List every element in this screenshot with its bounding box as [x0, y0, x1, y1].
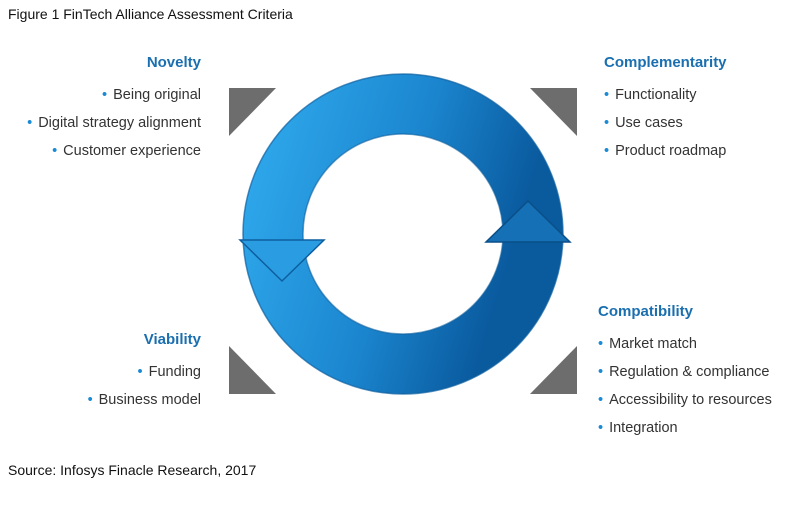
left-arrowhead	[238, 239, 326, 283]
bullet-icon: •	[598, 392, 604, 408]
bullet-icon: •	[604, 143, 610, 159]
list-item: •Market match	[598, 336, 697, 352]
bullet-icon: •	[102, 87, 108, 103]
bullet-icon: •	[87, 392, 93, 408]
criteria-list: •Being original •Digital strategy alignm…	[27, 81, 201, 165]
criteria-list: •Funding •Business model	[88, 358, 201, 414]
criteria-compatibility: Compatibility •Market match •Regulation …	[598, 302, 772, 442]
bullet-icon: •	[598, 336, 604, 352]
list-item: •Being original	[102, 87, 201, 103]
cycle-ring-inner-edge	[302, 133, 504, 335]
criteria-title: Compatibility	[598, 303, 694, 320]
list-item: •Customer experience	[52, 143, 201, 159]
list-item: •Accessibility to resources	[598, 392, 772, 408]
criteria-list: •Functionality •Use cases •Product roadm…	[604, 81, 727, 165]
list-item: •Integration	[598, 420, 678, 436]
list-item: •Product roadmap	[604, 143, 727, 159]
bullet-icon: •	[598, 420, 604, 436]
list-item: •Functionality	[604, 87, 697, 103]
corner-triangle-top-left	[229, 88, 276, 136]
list-item: •Business model	[87, 392, 201, 408]
cycle-ring-edge	[242, 73, 564, 395]
criteria-novelty: Novelty •Being original •Digital strateg…	[27, 53, 201, 165]
list-item: •Use cases	[604, 115, 683, 131]
corner-triangle-bottom-right	[530, 346, 577, 394]
criteria-title: Novelty	[146, 54, 201, 71]
bullet-icon: •	[27, 115, 33, 131]
figure-title: Figure 1 FinTech Alliance Assessment Cri…	[8, 6, 293, 22]
bullet-icon: •	[604, 87, 610, 103]
bullet-icon: •	[52, 143, 58, 159]
corner-triangle-bottom-left	[229, 346, 276, 394]
list-item: •Funding	[137, 364, 201, 380]
corner-triangle-top-right	[530, 88, 577, 136]
criteria-title: Viability	[143, 331, 201, 348]
source-note: Source: Infosys Finacle Research, 2017	[8, 462, 257, 478]
criteria-title: Complementarity	[604, 54, 727, 71]
bullet-icon: •	[604, 115, 610, 131]
bullet-icon: •	[137, 364, 143, 380]
criteria-list: •Market match •Regulation & compliance •…	[598, 330, 772, 442]
bullet-icon: •	[598, 364, 604, 380]
criteria-complementarity: Complementarity •Functionality •Use case…	[604, 53, 727, 165]
list-item: •Regulation & compliance	[598, 364, 770, 380]
criteria-viability: Viability •Funding •Business model	[88, 330, 201, 414]
right-arrowhead	[484, 199, 572, 243]
list-item: •Digital strategy alignment	[27, 115, 201, 131]
